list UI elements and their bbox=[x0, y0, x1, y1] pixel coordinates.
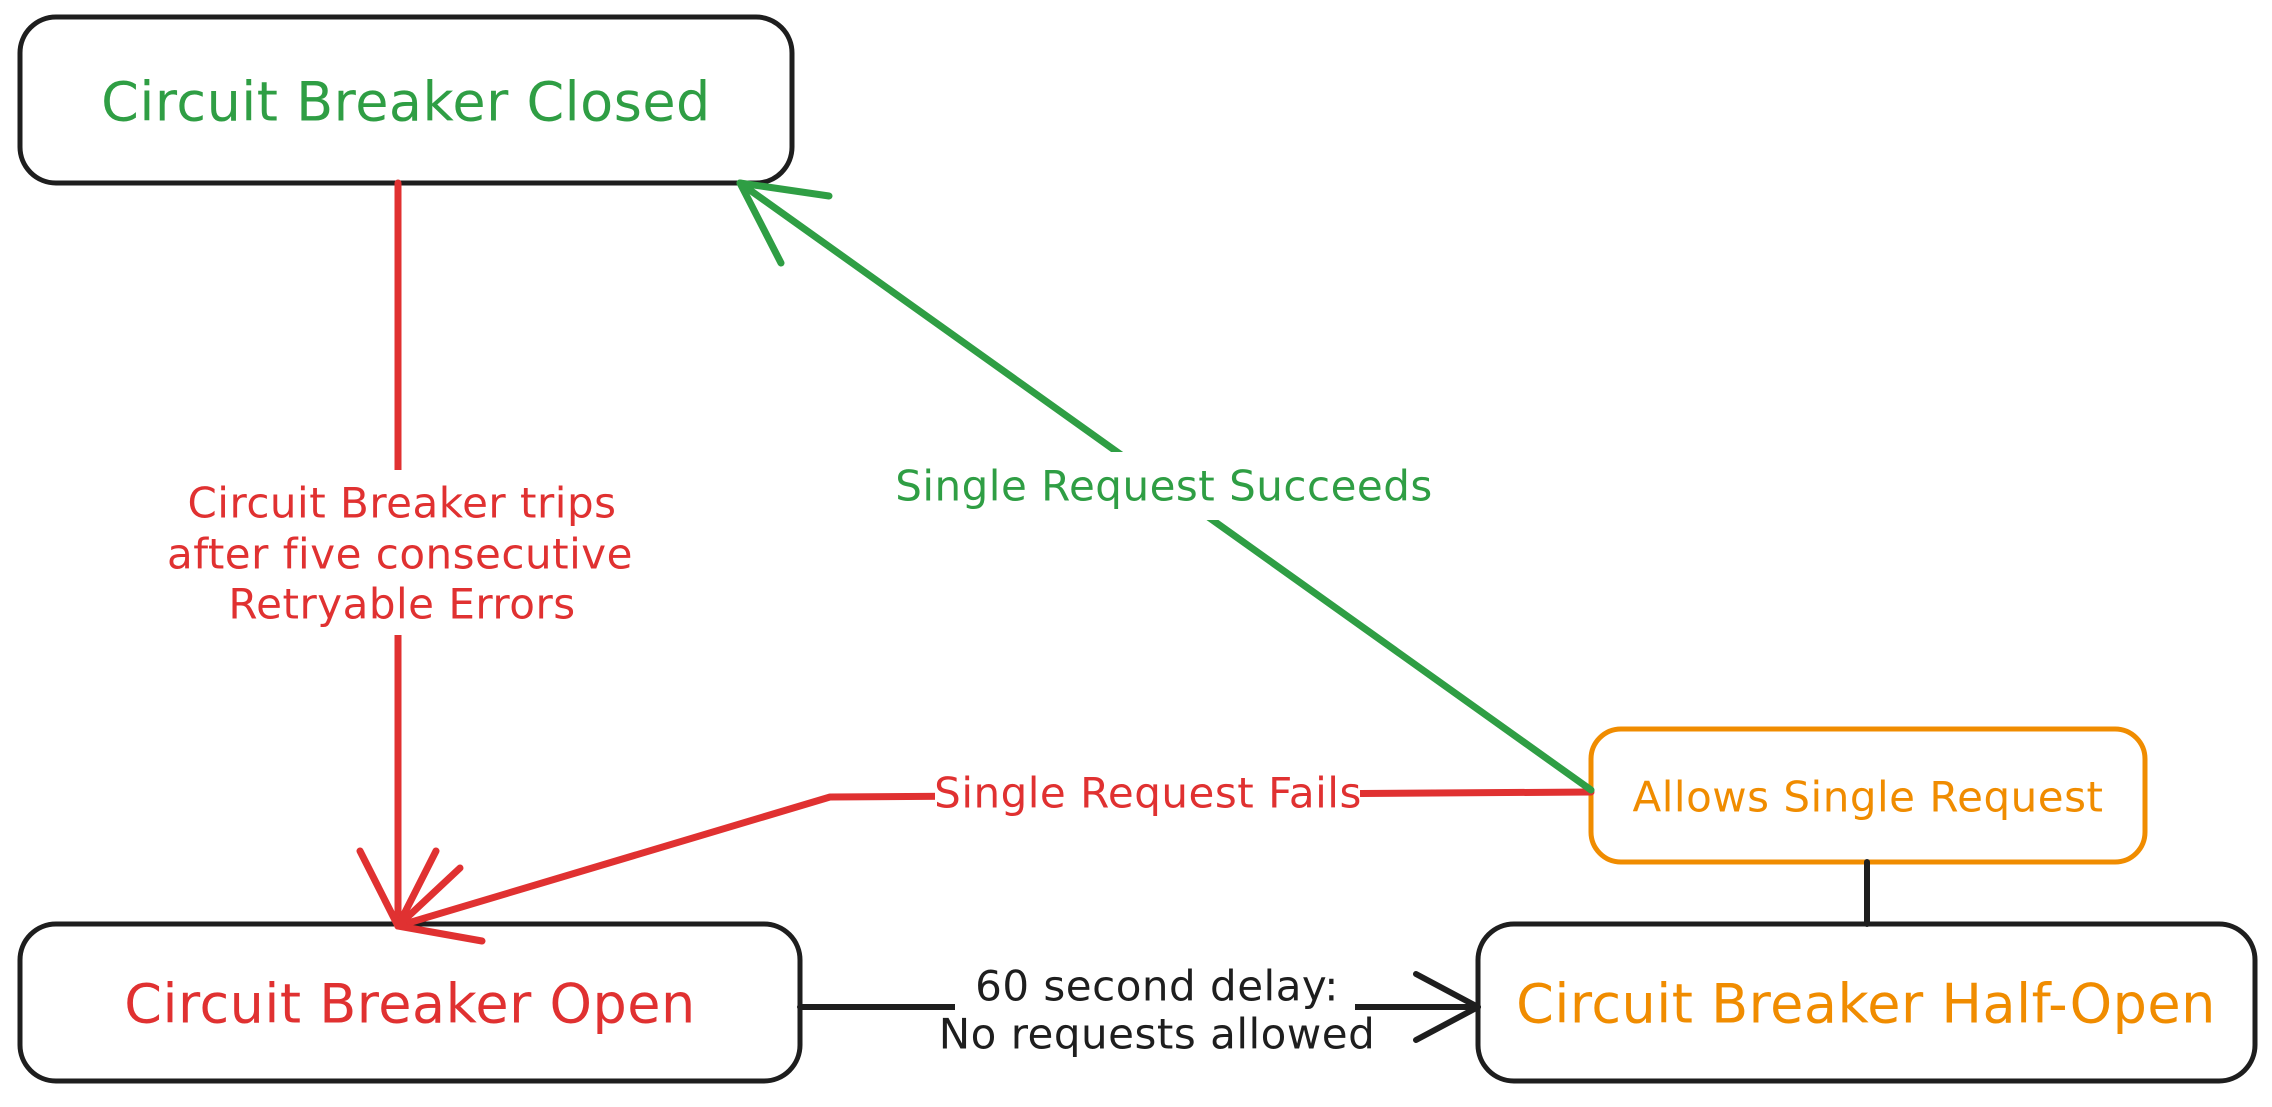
edge-trip-arrowhead-icon bbox=[356, 847, 440, 930]
edge-trip-label-line2: after five consecutive bbox=[167, 530, 633, 579]
edge-delay-label-bg bbox=[955, 952, 1355, 1060]
edge-delay-label-line2: No requests allowed bbox=[939, 1010, 1375, 1059]
edge-fail-label: Single Request Fails bbox=[934, 769, 1362, 818]
edge-succeed-arrowhead-icon bbox=[736, 179, 833, 267]
edge-succeed-label-bg bbox=[915, 452, 1420, 520]
edge-delay-label-line1: 60 second delay: bbox=[975, 962, 1339, 1011]
edge-fail-label-bg bbox=[935, 758, 1360, 830]
state-half-open-label: Circuit Breaker Half-Open bbox=[1516, 973, 2216, 1036]
state-closed-box bbox=[17, 14, 795, 186]
edge-trip-label-bg bbox=[175, 470, 630, 635]
edge-delay-arrowhead-icon bbox=[1413, 971, 1481, 1043]
state-open-label: Circuit Breaker Open bbox=[124, 973, 696, 1036]
state-closed-label: Circuit Breaker Closed bbox=[101, 71, 711, 134]
edge-trip-label-line1: Circuit Breaker trips bbox=[187, 479, 616, 528]
edge-succeed-label: Single Request Succeeds bbox=[895, 462, 1433, 511]
edge-trip-label-line3: Retryable Errors bbox=[228, 580, 575, 629]
edge-fail-arrowhead-icon bbox=[394, 864, 486, 945]
allows-single-request-label: Allows Single Request bbox=[1633, 773, 2104, 822]
